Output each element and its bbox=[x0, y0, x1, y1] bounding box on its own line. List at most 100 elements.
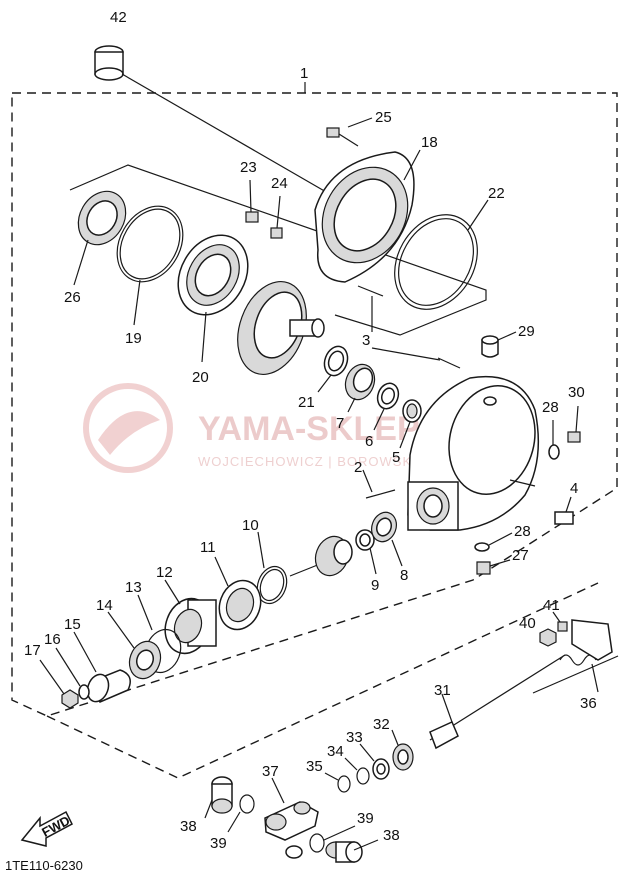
part-32-seal bbox=[391, 729, 414, 771]
part-15-coupling bbox=[73, 631, 131, 703]
callout-40: 40 bbox=[519, 615, 536, 632]
callout-28-upper: 28 bbox=[542, 399, 559, 416]
part-19-o-ring bbox=[116, 205, 184, 326]
part-39-circlip-right bbox=[309, 825, 356, 853]
callout-42: 42 bbox=[110, 9, 127, 26]
part-42-sleeve bbox=[94, 45, 341, 201]
reference-code: 1TE110-6230 bbox=[5, 858, 83, 873]
part-37-universal-joint bbox=[264, 777, 319, 859]
assembly-boundary bbox=[11, 92, 618, 717]
callout-30: 30 bbox=[568, 384, 585, 401]
part-10-o-ring bbox=[256, 531, 288, 605]
callout-33: 33 bbox=[346, 729, 363, 746]
callout-39-right: 39 bbox=[357, 810, 374, 827]
gear-group-panel bbox=[69, 164, 487, 336]
callout-22: 22 bbox=[488, 185, 505, 202]
part-14-seal bbox=[107, 611, 162, 680]
part-7-bearing bbox=[344, 363, 376, 413]
callout-31: 31 bbox=[434, 682, 451, 699]
part-34-circlip bbox=[344, 757, 370, 785]
part-9-shim bbox=[355, 529, 377, 575]
part-38-bearing-cup-left bbox=[204, 776, 233, 819]
callout-5: 5 bbox=[392, 449, 400, 466]
part-41-bolt bbox=[552, 611, 568, 632]
callout-9: 9 bbox=[371, 577, 379, 594]
callout-19: 19 bbox=[125, 330, 142, 347]
part-18-housing bbox=[314, 149, 421, 283]
fwd-label: FWD bbox=[39, 813, 72, 840]
part-6-collar bbox=[373, 382, 400, 431]
callout-10: 10 bbox=[242, 517, 259, 534]
part-40-nut bbox=[539, 628, 557, 647]
callout-38-right: 38 bbox=[383, 827, 400, 844]
callout-15: 15 bbox=[64, 616, 81, 633]
part-20-bearing bbox=[177, 234, 249, 363]
callout-21: 21 bbox=[298, 394, 315, 411]
part-4-dowel bbox=[554, 496, 574, 525]
callout-29: 29 bbox=[518, 323, 535, 340]
part-28-washer-lower bbox=[474, 532, 513, 552]
callout-28-lower: 28 bbox=[514, 523, 531, 540]
part-23-nut bbox=[245, 179, 259, 223]
watermark-logo-swoosh-icon bbox=[98, 411, 160, 455]
part-17-nut bbox=[39, 659, 79, 709]
part-29-cap bbox=[481, 331, 517, 358]
callout-13: 13 bbox=[125, 579, 142, 596]
callout-25: 25 bbox=[375, 109, 392, 126]
fwd-arrow-icon: FWD bbox=[20, 810, 73, 847]
callout-12: 12 bbox=[156, 564, 173, 581]
callout-17: 17 bbox=[24, 642, 41, 659]
callout-38-left: 38 bbox=[180, 818, 197, 835]
part-31-drive-shaft bbox=[429, 654, 566, 750]
part-35-circlip bbox=[324, 772, 351, 793]
callout-36: 36 bbox=[580, 695, 597, 712]
drive-pinion bbox=[289, 535, 353, 577]
callout-11: 11 bbox=[200, 539, 216, 556]
part-30-bolt bbox=[567, 405, 581, 443]
part-21-shim bbox=[317, 345, 349, 393]
callout-32: 32 bbox=[373, 716, 390, 733]
callout-34: 34 bbox=[327, 743, 344, 760]
callout-2: 2 bbox=[354, 459, 362, 476]
assembly-number: 1 bbox=[300, 65, 308, 82]
part-26-seal bbox=[73, 190, 127, 286]
part-16-washer bbox=[55, 647, 90, 700]
callout-20: 20 bbox=[192, 369, 209, 386]
callout-16: 16 bbox=[44, 631, 61, 648]
part-2-stud bbox=[362, 469, 536, 499]
callout-3: 3 bbox=[362, 332, 370, 349]
callout-labels: 42 25 18 23 24 22 26 19 20 3 29 21 7 6 5… bbox=[24, 9, 597, 852]
lower-assembly-boundary bbox=[46, 582, 599, 779]
callout-37: 37 bbox=[262, 763, 279, 780]
final-drive-case bbox=[407, 375, 540, 531]
callout-41: 41 bbox=[543, 597, 560, 614]
part-3-stud bbox=[357, 285, 461, 369]
callout-7: 7 bbox=[336, 415, 344, 432]
part-12-housing bbox=[164, 579, 217, 655]
part-33-washer bbox=[359, 743, 390, 780]
callout-26: 26 bbox=[64, 289, 81, 306]
part-25-bolt bbox=[326, 117, 373, 147]
part-24-nut bbox=[270, 195, 283, 239]
callout-14: 14 bbox=[96, 597, 113, 614]
callout-39-left: 39 bbox=[210, 835, 227, 852]
callout-24: 24 bbox=[271, 175, 288, 192]
callout-18: 18 bbox=[421, 134, 438, 151]
ring-gear bbox=[237, 280, 325, 376]
callout-35: 35 bbox=[306, 758, 323, 775]
shaft-panel bbox=[532, 655, 619, 694]
part-22-o-ring bbox=[394, 199, 489, 310]
part-38-bearing-cup-right bbox=[325, 839, 379, 863]
part-39-circlip-left bbox=[227, 794, 255, 833]
callout-27: 27 bbox=[512, 547, 529, 564]
part-11-bearing bbox=[214, 556, 262, 631]
callout-8: 8 bbox=[400, 567, 408, 584]
part-28-washer-upper bbox=[548, 420, 560, 460]
part-36-spring bbox=[559, 619, 613, 693]
part-8-bearing bbox=[371, 511, 403, 567]
callout-4: 4 bbox=[570, 480, 578, 497]
callout-6: 6 bbox=[365, 433, 373, 450]
watermark-logo-icon bbox=[83, 383, 173, 473]
part-5-collar bbox=[399, 399, 422, 449]
